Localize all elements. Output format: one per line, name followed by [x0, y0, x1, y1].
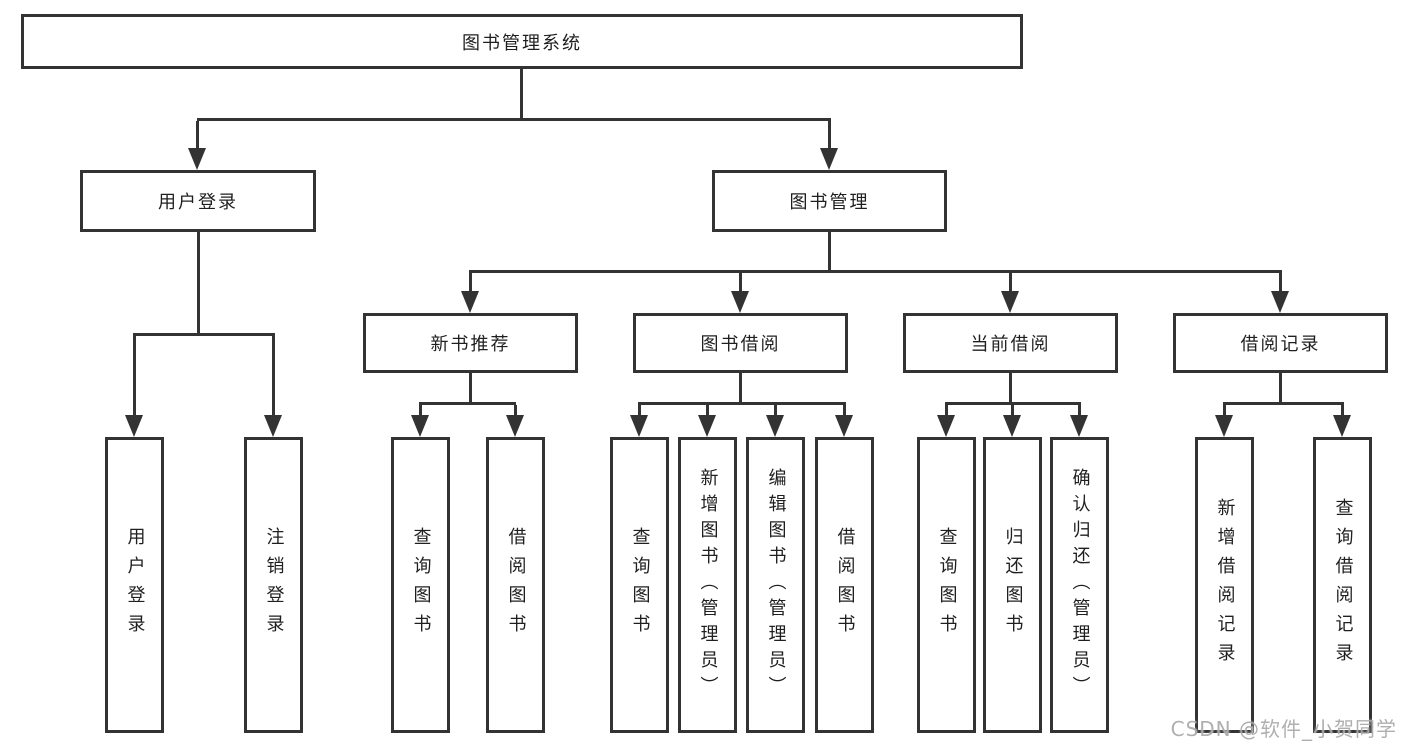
arrow-down-icon [630, 415, 648, 437]
node-user-login-label: 用户登录 [158, 192, 238, 213]
node-current-borrow: 当前借阅 [903, 313, 1118, 373]
node-book-borrow: 图书借阅 [633, 313, 848, 373]
leaf-cb-query-books: 查询图书 [917, 437, 976, 733]
arrow-down-icon [820, 148, 838, 170]
leaf-bb-edit-books-admin-label: 编辑图书（管理员） [765, 468, 787, 702]
edge-to-new-book-recommend [461, 273, 479, 313]
node-root: 图书管理系统 [21, 14, 1023, 69]
leaf-logout: 注销登录 [244, 437, 303, 733]
arrow-down-icon [506, 415, 524, 437]
edge-to-leaf-rec-query [1333, 405, 1351, 437]
leaf-rec-add-borrow-record: 新增借阅记录 [1195, 437, 1254, 733]
node-new-book-recommend: 新书推荐 [363, 313, 578, 373]
edge-to-leaf-rec-add [1215, 405, 1233, 437]
leaf-newrec-query-books-label: 查询图书 [410, 527, 432, 643]
arrow-down-icon [1333, 415, 1351, 437]
arrow-down-icon [766, 415, 784, 437]
arrow-down-icon [1271, 291, 1289, 313]
arrow-down-icon [937, 415, 955, 437]
arrow-down-icon [264, 415, 282, 437]
edge-to-leaf-bb-borrow [835, 405, 853, 437]
edge-to-current-borrow [1001, 273, 1019, 313]
arrow-down-icon [1001, 291, 1019, 313]
edge-to-leaf-newrec-borrow [506, 405, 524, 437]
node-book-borrow-label: 图书借阅 [700, 334, 781, 355]
leaf-bb-borrow-books-label: 借阅图书 [834, 527, 856, 643]
leaf-logout-label: 注销登录 [263, 527, 285, 643]
leaf-cb-query-books-label: 查询图书 [936, 527, 958, 643]
edge-to-leaf-user-login [125, 336, 143, 437]
edge-to-leaf-cb-confirm [1070, 405, 1088, 437]
leaf-rec-query-borrow-record: 查询借阅记录 [1313, 437, 1372, 733]
leaf-cb-return-books-label: 归还图书 [1002, 527, 1024, 643]
leaf-user-login-label: 用户登录 [124, 527, 146, 643]
edge-cb-bar [945, 402, 1081, 405]
leaf-newrec-query-books: 查询图书 [391, 437, 450, 733]
edge-to-leaf-logout [264, 336, 282, 437]
edge-bb-bar [638, 402, 846, 405]
edge-to-user-login [188, 121, 206, 170]
leaf-user-login: 用户登录 [105, 437, 164, 733]
node-user-login: 用户登录 [80, 170, 316, 232]
node-root-label: 图书管理系统 [462, 32, 582, 54]
csdn-watermark: CSDN @软件_小贺同学 [1170, 717, 1397, 741]
node-new-book-recommend-label: 新书推荐 [430, 334, 511, 355]
edge-rec-stem [1279, 373, 1282, 404]
edge-to-leaf-newrec-query [411, 405, 429, 437]
arrow-down-icon [1215, 415, 1233, 437]
arrow-down-icon [1003, 415, 1021, 437]
edge-to-leaf-bb-query [630, 405, 648, 437]
edge-to-leaf-bb-edit [766, 405, 784, 437]
arrow-down-icon [411, 415, 429, 437]
leaf-cb-return-books: 归还图书 [983, 437, 1042, 733]
node-borrow-records-label: 借阅记录 [1240, 334, 1321, 355]
edge-to-leaf-cb-query [937, 405, 955, 437]
edge-user-login-stem [197, 232, 200, 335]
edge-newrec-stem [469, 373, 472, 404]
leaf-cb-confirm-return-admin-label: 确认归还（管理员） [1069, 468, 1091, 702]
edge-level2-bar [197, 118, 831, 121]
leaf-bb-add-books-admin: 新增图书（管理员） [678, 437, 737, 733]
edge-level3-bar [469, 270, 1282, 273]
leaf-cb-confirm-return-admin: 确认归还（管理员） [1050, 437, 1109, 733]
edge-to-book-borrow [731, 273, 749, 313]
node-current-borrow-label: 当前借阅 [970, 334, 1051, 355]
leaf-rec-add-borrow-record-label: 新增借阅记录 [1214, 498, 1236, 672]
arrow-down-icon [1070, 415, 1088, 437]
node-borrow-records: 借阅记录 [1173, 313, 1388, 373]
leaf-newrec-borrow-books: 借阅图书 [486, 437, 545, 733]
edge-rec-bar [1223, 402, 1344, 405]
leaf-bb-borrow-books: 借阅图书 [815, 437, 874, 733]
leaf-newrec-borrow-books-label: 借阅图书 [505, 527, 527, 643]
edge-to-borrow-records [1271, 273, 1289, 313]
edge-bb-stem [739, 373, 742, 404]
leaf-bb-query-books: 查询图书 [610, 437, 669, 733]
arrow-down-icon [461, 291, 479, 313]
leaf-bb-edit-books-admin: 编辑图书（管理员） [746, 437, 805, 733]
leaf-bb-query-books-label: 查询图书 [629, 527, 651, 643]
edge-to-book-management [820, 121, 838, 170]
edge-newrec-bar [419, 402, 516, 405]
edge-book-management-stem [828, 232, 831, 273]
arrow-down-icon [698, 415, 716, 437]
leaf-rec-query-borrow-record-label: 查询借阅记录 [1332, 498, 1354, 672]
leaf-bb-add-books-admin-label: 新增图书（管理员） [697, 468, 719, 702]
arrow-down-icon [125, 415, 143, 437]
arrow-down-icon [731, 291, 749, 313]
arrow-down-icon [835, 415, 853, 437]
edge-to-leaf-bb-add [698, 405, 716, 437]
edge-cb-stem [1009, 373, 1012, 404]
node-book-management: 图书管理 [712, 170, 947, 232]
node-book-management-label: 图书管理 [789, 192, 870, 213]
edge-user-login-bar [133, 333, 275, 336]
edge-to-leaf-cb-return [1003, 405, 1021, 437]
arrow-down-icon [188, 148, 206, 170]
edge-root-stem [520, 69, 523, 120]
